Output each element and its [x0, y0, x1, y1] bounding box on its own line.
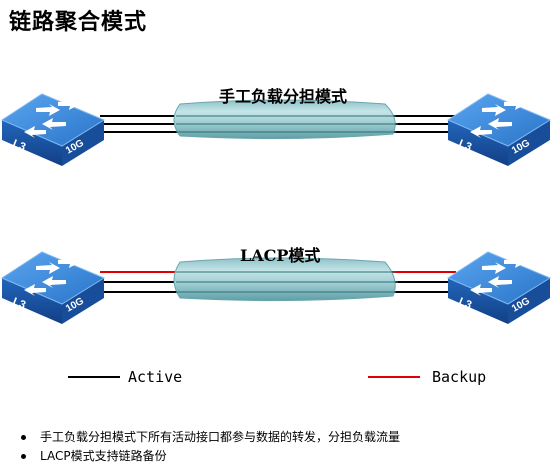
switch-left: L3 10G — [1, 251, 105, 325]
diagram-lacp-mode: L3 10G L3 10G — [1, 251, 551, 325]
aggregation-tube — [173, 257, 398, 302]
note-item: LACP模式支持链路备份 — [18, 447, 400, 466]
note-item: 手工负载分担模式下所有活动接口都参与数据的转发，分担负载流量 — [18, 428, 400, 447]
switch-layer-label: L3 — [11, 296, 27, 312]
switch-left: L3 10G — [1, 93, 105, 167]
switch-right: L3 10G — [447, 93, 551, 167]
diagram-manual-mode: L3 10G L3 10G — [1, 93, 551, 167]
switch-layer-label: L3 — [457, 296, 473, 312]
bullet-icon — [21, 454, 26, 459]
note-text: LACP模式支持链路备份 — [40, 449, 167, 463]
switch-right: L3 10G — [447, 251, 551, 325]
switch-layer-label: L3 — [11, 138, 27, 154]
switch-layer-label: L3 — [457, 138, 473, 154]
aggregation-tube — [173, 99, 398, 140]
page-title: 链路聚合模式 — [9, 10, 148, 35]
mode-label-manual: 手工负载分担模式 — [219, 87, 348, 106]
legend-backup-label: Backup — [432, 368, 487, 386]
note-text: 手工负载分担模式下所有活动接口都参与数据的转发，分担负载流量 — [40, 430, 401, 444]
legend-active-label: Active — [128, 368, 183, 386]
mode-label-lacp: LACP模式 — [240, 246, 321, 265]
notes-list: 手工负载分担模式下所有活动接口都参与数据的转发，分担负载流量 LACP模式支持链… — [18, 428, 400, 466]
bullet-icon — [21, 435, 26, 440]
